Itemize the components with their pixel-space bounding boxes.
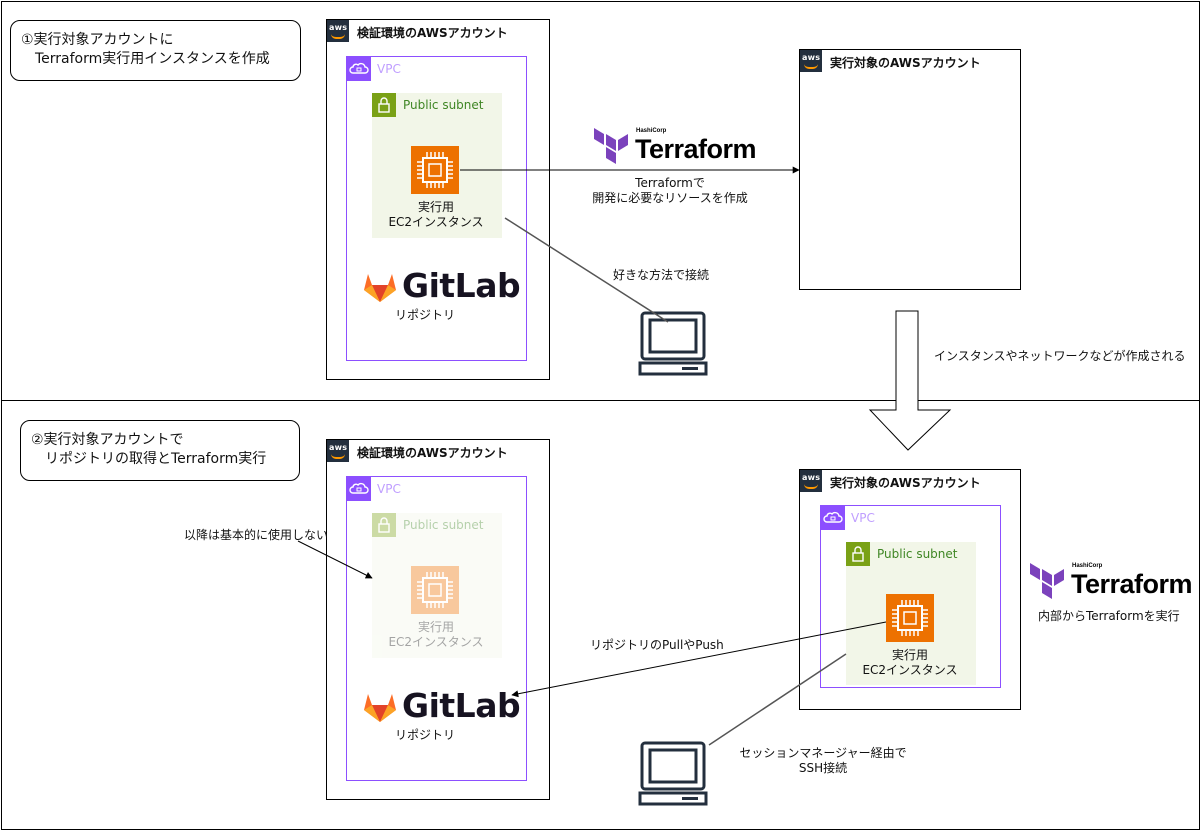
ec2-label: 実行用 EC2インスタンス <box>388 620 484 649</box>
repo-label: リポジトリ <box>394 308 455 322</box>
terraform-wordmark: Terraform <box>1071 569 1193 599</box>
verify-vpc: VPC <box>346 56 527 361</box>
unused-note-arrow <box>297 540 373 579</box>
verify-public-subnet: Public subnet <box>372 513 502 658</box>
client-computer-icon <box>638 741 708 810</box>
verify-account-title: 検証環境のAWSアカウント <box>357 26 508 40</box>
subnet-label: Public subnet <box>403 98 484 112</box>
terraform-wordmark: Terraform <box>635 134 757 164</box>
unused-note: 以降は基本的に使用しない <box>184 528 329 542</box>
created-block-arrow <box>868 310 952 451</box>
gitlab-logo-icon <box>362 268 398 308</box>
pull-push-arrow <box>511 621 887 698</box>
terraform-logo-icon <box>594 128 630 170</box>
aws-cloud-icon: aws <box>800 470 822 492</box>
ssm-label: セッションマネージャー経由で SSH接続 <box>739 746 907 775</box>
ec2-chip-icon <box>411 566 459 614</box>
aws-cloud-icon: aws <box>327 440 349 462</box>
vpc-label: VPC <box>377 482 401 496</box>
gitlab-wordmark: GitLab <box>402 686 521 725</box>
subnet-label: Public subnet <box>877 547 958 561</box>
vpc-icon <box>821 506 845 530</box>
client-computer-icon <box>638 311 708 380</box>
step2-callout: ②実行対象アカウントで リポジトリの取得とTerraform実行 <box>20 420 300 481</box>
section-divider <box>1 400 1200 401</box>
created-resources-label: インスタンスやネットワークなどが作成される <box>934 349 1186 363</box>
terraform-create-label: Terraformで 開発に必要なリソースを作成 <box>592 176 748 205</box>
aws-cloud-icon: aws <box>327 20 349 42</box>
lock-icon <box>372 513 396 537</box>
repo-label: リポジトリ <box>394 728 455 742</box>
vpc-icon <box>347 57 371 81</box>
step1-callout: ①実行対象アカウントに Terraform実行用インスタンスを作成 <box>10 20 301 81</box>
vpc-label: VPC <box>851 511 875 525</box>
ec2-chip-icon <box>411 146 459 194</box>
ec2-chip-icon <box>886 594 934 642</box>
subnet-label: Public subnet <box>403 518 484 532</box>
pull-push-label: リポジトリのPullやPush <box>590 638 724 652</box>
connect-label: 好きな方法で接続 <box>613 268 710 282</box>
target-account-title: 実行対象のAWSアカウント <box>830 56 981 70</box>
terraform-vendor: HashiCorp <box>636 128 667 134</box>
connect-line <box>504 217 669 323</box>
ssm-line <box>708 653 847 746</box>
terraform-logo-icon <box>1030 563 1066 605</box>
verify-account-title: 検証環境のAWSアカウント <box>357 446 508 460</box>
target-vpc: VPC <box>820 505 1001 688</box>
ec2-label: 実行用 EC2インスタンス <box>862 648 958 677</box>
vpc-icon <box>347 477 371 501</box>
vpc-label: VPC <box>377 62 401 76</box>
terraform-run-label: 内部からTerraformを実行 <box>1038 609 1180 623</box>
lock-icon <box>846 542 870 566</box>
target-account-title: 実行対象のAWSアカウント <box>830 476 981 490</box>
verify-account-box: aws 検証環境のAWSアカウント <box>326 19 550 380</box>
ec2-label: 実行用 EC2インスタンス <box>388 200 484 229</box>
gitlab-logo-icon <box>362 688 398 728</box>
target-account-box: aws 実行対象のAWSアカウント <box>799 49 1021 290</box>
terraform-vendor: HashiCorp <box>1072 563 1103 569</box>
gitlab-wordmark: GitLab <box>402 266 521 305</box>
verify-vpc: VPC <box>346 476 527 781</box>
lock-icon <box>372 93 396 117</box>
aws-cloud-icon: aws <box>800 50 822 72</box>
